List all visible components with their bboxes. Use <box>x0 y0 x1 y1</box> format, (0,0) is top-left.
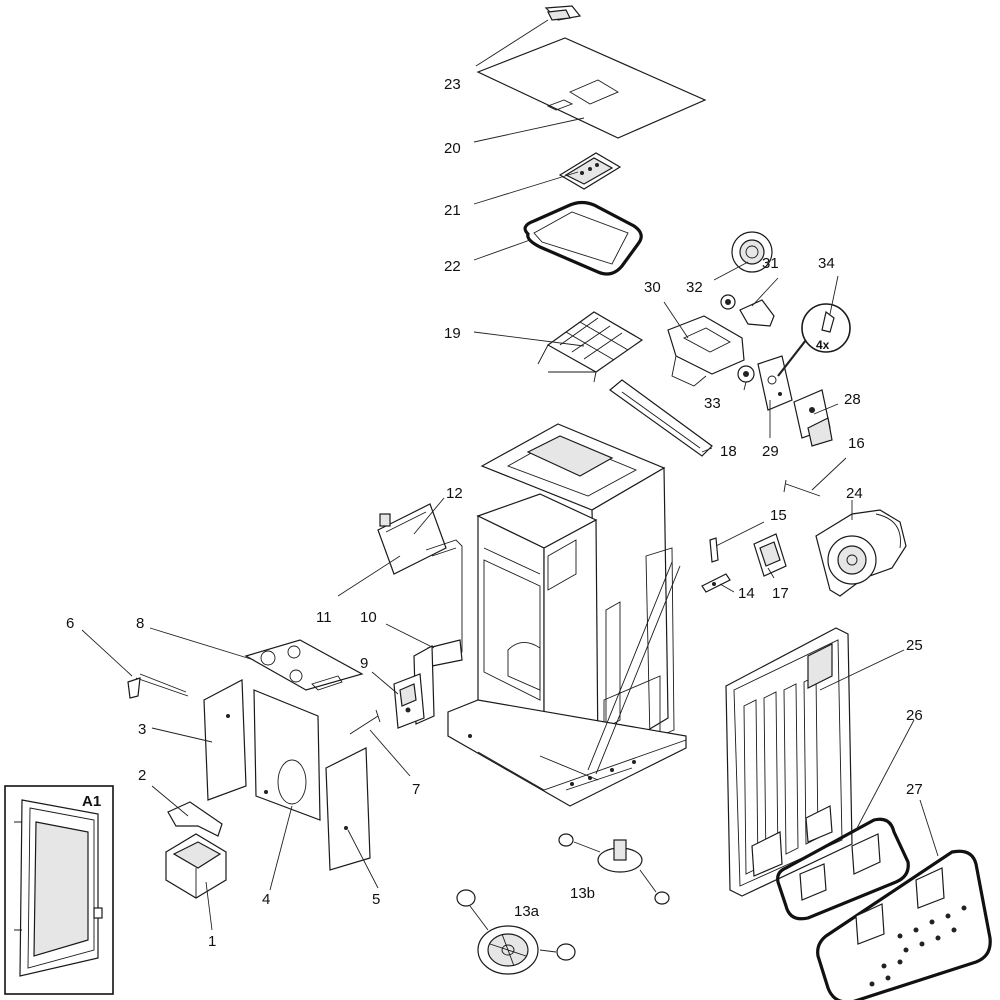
part-19-hopper-grid <box>537 311 644 383</box>
part-6-rod <box>127 673 189 699</box>
part-2-deflector <box>167 801 223 837</box>
callout-9: 9 <box>360 655 368 672</box>
callout-26: 26 <box>906 707 923 724</box>
callout-5: 5 <box>372 891 380 908</box>
callout-3: 3 <box>138 721 146 738</box>
callout-2: 2 <box>138 767 146 784</box>
part-34-screw-detail: 4x <box>777 303 851 377</box>
part-14-sensor <box>701 573 731 593</box>
callout-25: 25 <box>906 637 923 654</box>
part-11-control-board <box>377 503 447 575</box>
callout-10: 10 <box>360 609 377 626</box>
part-27-gasket-plate <box>816 849 992 1000</box>
callout-14: 14 <box>738 585 755 602</box>
part-13a-wheel-foot <box>456 889 576 975</box>
callout-31: 31 <box>762 255 779 272</box>
callout-19: 19 <box>444 325 461 342</box>
part-4-back-insulation <box>253 689 321 821</box>
part-28-motor <box>793 389 833 447</box>
callout-6: 6 <box>66 615 74 632</box>
callout-27: 27 <box>906 781 923 798</box>
callout-28: 28 <box>844 391 861 408</box>
callout-30: 30 <box>644 279 661 296</box>
part-24-fan <box>815 509 907 597</box>
part-9-switch-module <box>393 673 425 729</box>
part-5-right-insulation <box>325 747 371 871</box>
part-32-cap <box>731 231 773 273</box>
part-21-display-panel <box>558 152 622 190</box>
part-16-pin <box>783 479 821 497</box>
part-8-base-plate <box>244 639 364 691</box>
quantity-note: 4x <box>816 338 830 352</box>
part-18-strip-plate <box>609 379 713 457</box>
callout-18: 18 <box>720 443 737 460</box>
inset-a1-door: A1 <box>4 785 114 995</box>
callout-labels: 23 20 21 22 19 18 30 32 31 34 33 29 28 1… <box>66 76 923 950</box>
callout-23: 23 <box>444 76 461 93</box>
callout-13a: 13a <box>514 903 540 920</box>
callout-29: 29 <box>762 443 779 460</box>
part-17-switch <box>753 533 787 577</box>
callout-13b: 13b <box>570 885 595 902</box>
callout-16: 16 <box>848 435 865 452</box>
part-3-left-insulation <box>203 679 247 801</box>
callout-7: 7 <box>412 781 420 798</box>
callout-12: 12 <box>446 485 463 502</box>
callout-32: 32 <box>686 279 703 296</box>
part-31-shaft <box>720 294 775 327</box>
callout-22: 22 <box>444 258 461 275</box>
part-1-burner-pot <box>165 833 227 899</box>
callout-33: 33 <box>704 395 721 412</box>
callout-1: 1 <box>208 933 216 950</box>
callout-11: 11 <box>316 609 332 626</box>
callout-17: 17 <box>772 585 789 602</box>
callout-4: 4 <box>262 891 270 908</box>
callout-21: 21 <box>444 202 461 219</box>
stove-frame <box>447 423 687 807</box>
callout-34: 34 <box>818 255 835 272</box>
callout-24: 24 <box>846 485 863 502</box>
part-25-back-panel <box>725 627 853 897</box>
part-22-lid-gasket <box>523 200 643 276</box>
part-30-auger-housing <box>667 315 745 387</box>
part-26-gasket <box>776 817 910 921</box>
part-20-top-cover-plate <box>476 37 707 139</box>
callout-20: 20 <box>444 140 461 157</box>
inset-label: A1 <box>82 793 101 810</box>
part-7-pin <box>349 709 381 735</box>
callout-15: 15 <box>770 507 787 524</box>
part-23-hinge-bracket <box>544 5 582 21</box>
callout-8: 8 <box>136 615 144 632</box>
leader-lines <box>81 19 939 931</box>
part-13b-adjustable-foot <box>558 833 670 905</box>
part-15-screw <box>709 537 719 563</box>
part-33-gear <box>737 365 755 383</box>
